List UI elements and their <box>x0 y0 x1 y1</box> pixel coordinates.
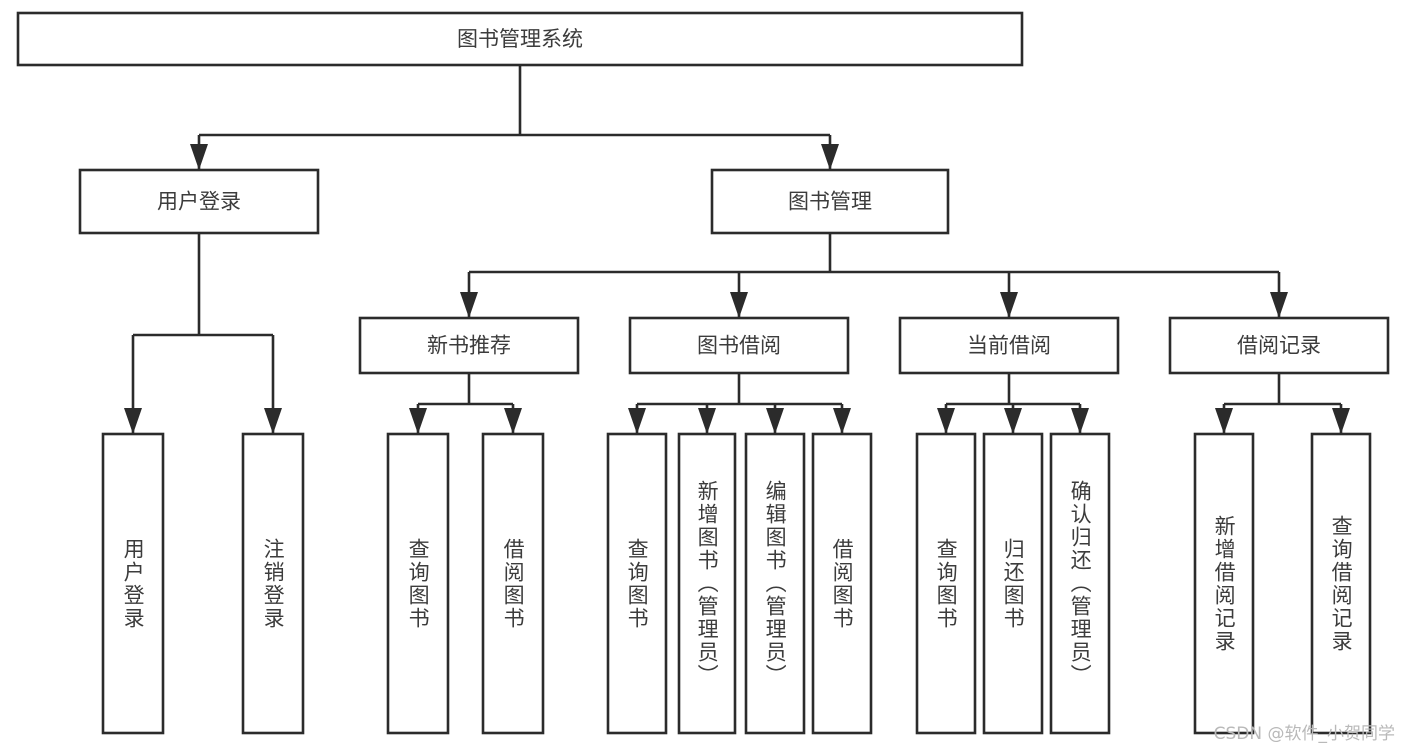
node-box <box>16 11 1024 67</box>
arrow-head-icon <box>821 144 839 170</box>
node-leaf-user-login[interactable] <box>101 432 165 735</box>
node-box <box>628 316 850 375</box>
node-leaf-borrow-book-2[interactable] <box>811 432 873 735</box>
node-box <box>744 432 806 735</box>
node-box <box>898 316 1120 375</box>
arrow-head-icon <box>698 408 716 434</box>
arrow-head-icon <box>1270 292 1288 318</box>
node-label: 图书管理系统 <box>457 27 583 51</box>
node-label: 用户登录 <box>157 190 241 214</box>
node-leaf-add-book[interactable] <box>677 432 737 735</box>
node-leaf-query-record[interactable] <box>1310 432 1372 735</box>
node-box <box>606 432 668 735</box>
node-box <box>358 316 580 375</box>
node-leaf-query-book-3[interactable] <box>915 432 977 735</box>
arrow-head-icon <box>1215 408 1233 434</box>
arrow-head-icon <box>833 408 851 434</box>
node-label: 图书管理 <box>788 190 872 214</box>
node-label: 当前借阅 <box>967 334 1051 358</box>
arrow-head-icon <box>264 408 282 434</box>
node-book-borrow[interactable]: 图书借阅 <box>628 316 850 375</box>
node-box <box>241 432 305 735</box>
node-label: 图书借阅 <box>697 334 781 358</box>
node-leaf-add-record[interactable] <box>1193 432 1255 735</box>
node-box <box>386 432 450 735</box>
node-label: 新书推荐 <box>427 334 511 358</box>
node-box <box>677 432 737 735</box>
node-box <box>1193 432 1255 735</box>
node-box <box>982 432 1044 735</box>
arrow-head-icon <box>190 144 208 170</box>
watermark-text: CSDN @软件_小贺同学 <box>1213 724 1395 744</box>
arrow-head-icon <box>1004 408 1022 434</box>
arrow-head-icon <box>766 408 784 434</box>
node-box <box>710 168 950 235</box>
node-new-book-rec[interactable]: 新书推荐 <box>358 316 580 375</box>
connector-layer <box>124 65 1350 434</box>
node-leaf-borrow-book-1[interactable] <box>481 432 545 735</box>
arrow-head-icon <box>1332 408 1350 434</box>
arrow-head-icon <box>1071 408 1089 434</box>
arrow-head-icon <box>730 292 748 318</box>
node-box <box>78 168 320 235</box>
node-current-borrow[interactable]: 当前借阅 <box>898 316 1120 375</box>
node-box <box>481 432 545 735</box>
arrow-head-icon <box>409 408 427 434</box>
node-label: 借阅记录 <box>1237 334 1321 358</box>
node-box <box>915 432 977 735</box>
arrow-head-icon <box>937 408 955 434</box>
node-box <box>811 432 873 735</box>
node-leaf-logout[interactable] <box>241 432 305 735</box>
node-box <box>1049 432 1111 735</box>
node-leaf-edit-book[interactable] <box>744 432 806 735</box>
arrow-head-icon <box>124 408 142 434</box>
node-box <box>1168 316 1390 375</box>
node-leaf-confirm-return[interactable] <box>1049 432 1111 735</box>
arrow-head-icon <box>460 292 478 318</box>
node-box <box>1310 432 1372 735</box>
arrow-head-icon <box>628 408 646 434</box>
arrow-head-icon <box>1000 292 1018 318</box>
node-box <box>101 432 165 735</box>
node-leaf-return-book[interactable] <box>982 432 1044 735</box>
node-root[interactable]: 图书管理系统 <box>16 11 1024 67</box>
node-book-manage[interactable]: 图书管理 <box>710 168 950 235</box>
arrow-head-icon <box>504 408 522 434</box>
node-user-login[interactable]: 用户登录 <box>78 168 320 235</box>
node-leaf-query-book-1[interactable] <box>386 432 450 735</box>
node-borrow-record[interactable]: 借阅记录 <box>1168 316 1390 375</box>
node-leaf-query-book-2[interactable] <box>606 432 668 735</box>
